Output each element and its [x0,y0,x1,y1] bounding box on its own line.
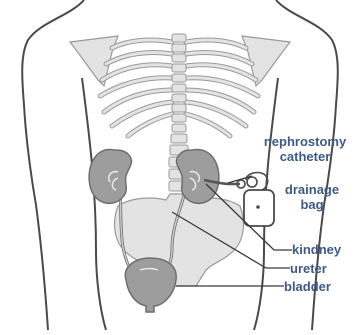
label-bag: bag [276,197,348,212]
label-catheter: catheter [252,149,358,164]
label-drainage: drainage [276,182,348,197]
right-kidney-icon [177,149,219,203]
label-drainage-bag: drainage bag [276,182,348,212]
label-nephrostomy: nephrostomy [252,134,358,149]
label-kidney: kindney [292,242,341,257]
label-nephrostomy-catheter: nephrostomy catheter [252,134,358,164]
label-bladder: bladder [284,279,331,294]
label-ureter: ureter [290,261,327,276]
left-kidney-icon [89,149,131,203]
bladder-icon [125,258,176,312]
drainage-bag-icon [244,173,274,226]
